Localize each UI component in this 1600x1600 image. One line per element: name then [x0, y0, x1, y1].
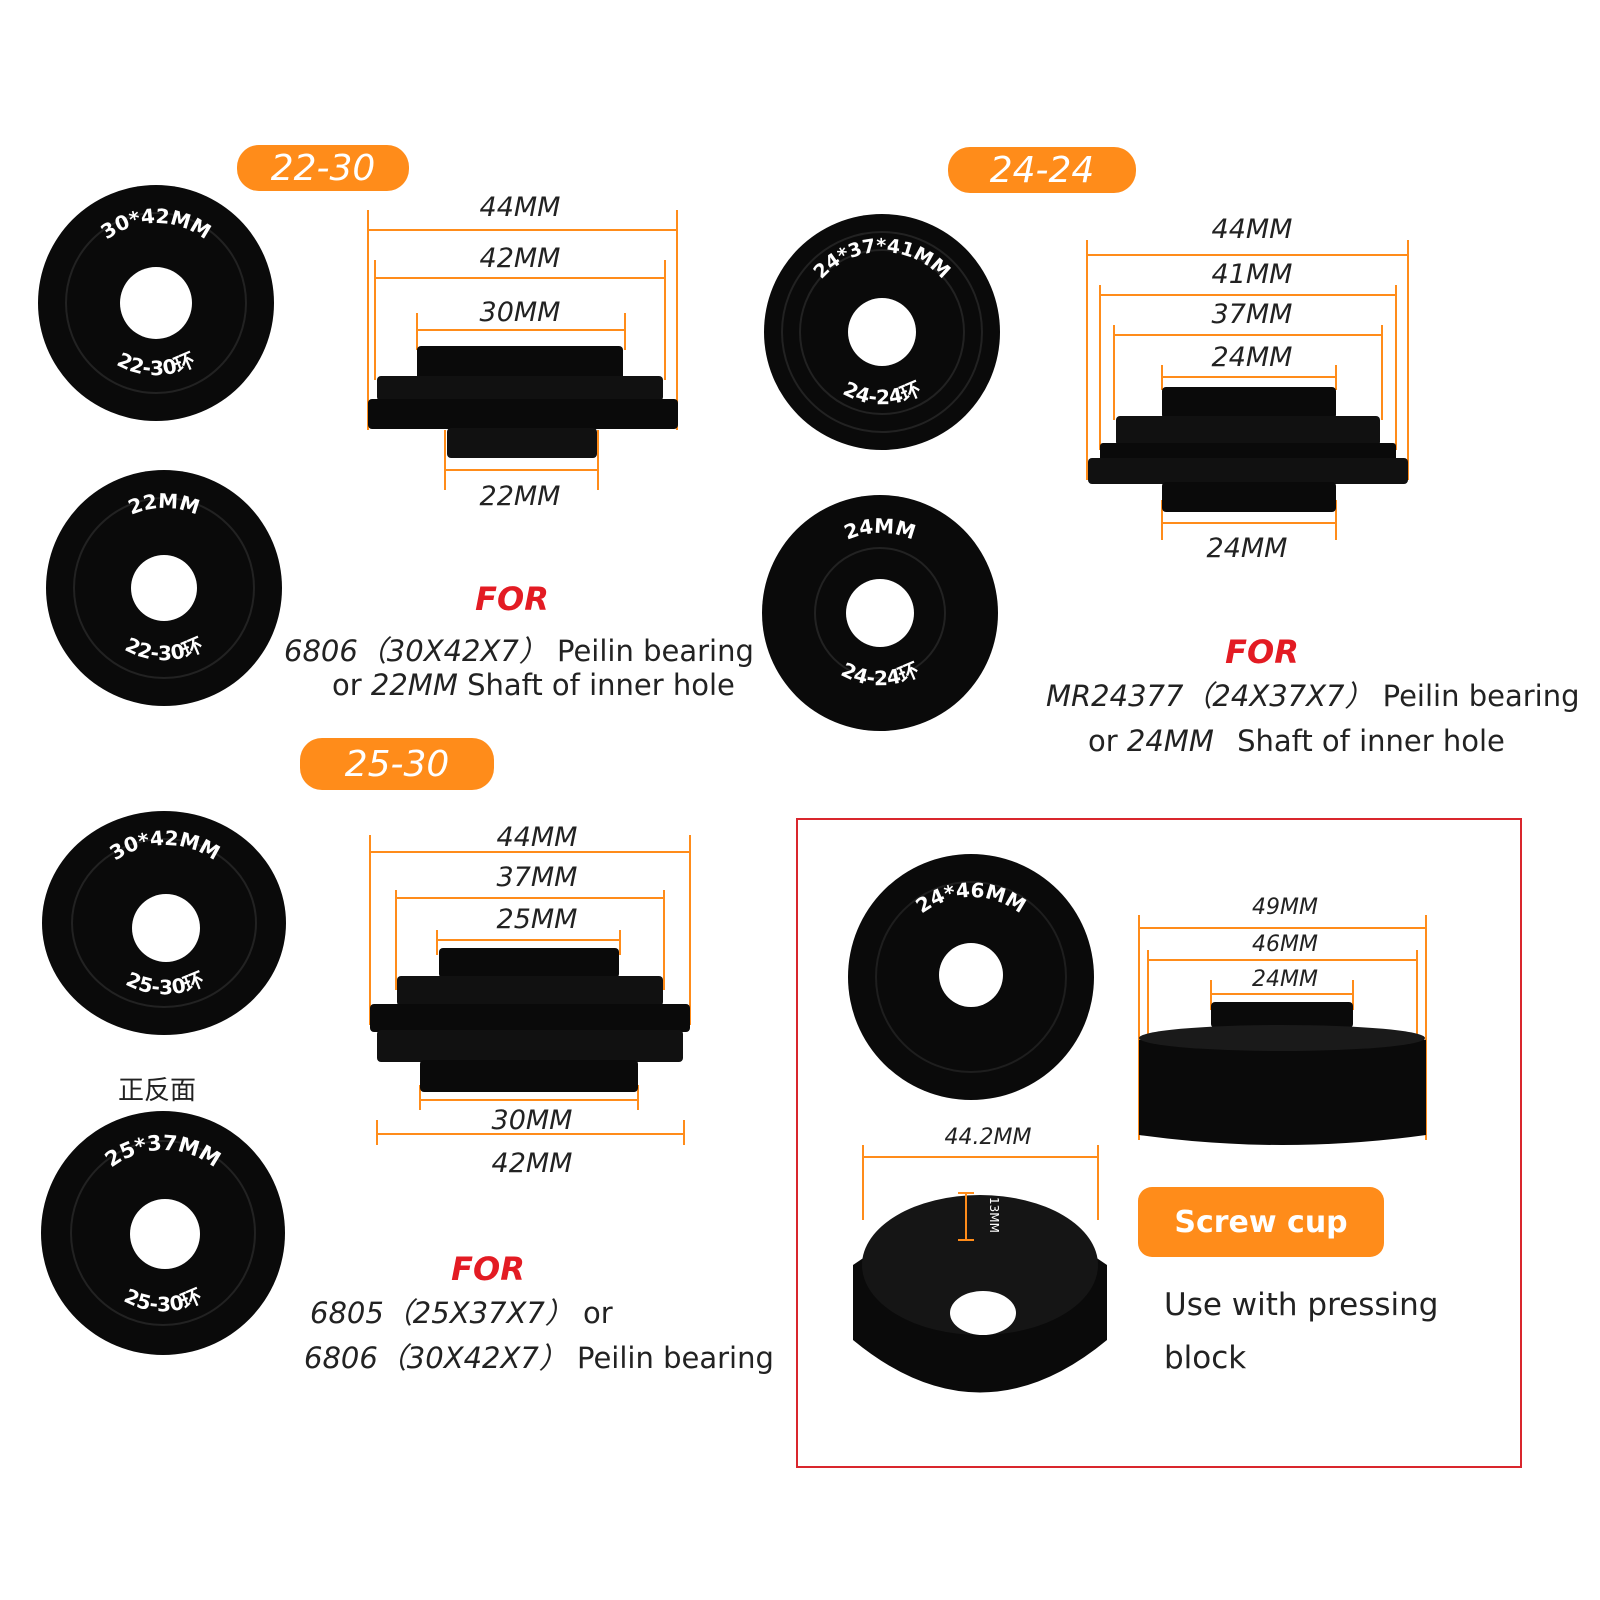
dim-44mm: 44MM	[1211, 214, 1293, 245]
side-view-press-block	[1138, 915, 1427, 1145]
badge-24-24: 24-24	[948, 147, 1136, 193]
disc-24mm: 24MM 24-24环	[762, 495, 998, 731]
bearing-text: Peilin bearing	[1382, 679, 1580, 713]
dim-37mm: 37MM	[496, 862, 578, 893]
badge-25-30: 25-30	[300, 738, 494, 790]
dim-42mm: 42MM	[491, 1148, 573, 1179]
dim-24mm-top: 24MM	[1211, 342, 1293, 373]
disc-25x37: 25*37MM 25-30环	[41, 1111, 285, 1355]
compat-line-1: MR24377（24X37X7） Peilin bearing	[1046, 673, 1580, 715]
dim-24mm: 24MM	[1252, 967, 1318, 992]
disc-30x42: 30*42MM 22-30环	[38, 185, 274, 421]
disc-24x37x41: 24*37*41MM 24-24环	[764, 214, 1000, 450]
shaft-text: Shaft of inner hole	[467, 668, 735, 702]
bearing-text: Peilin bearing	[557, 634, 754, 668]
bearing-code: 6806（30X42X7）	[284, 634, 548, 668]
badge-22-30: 22-30	[237, 145, 409, 191]
side-view-24-24	[1086, 240, 1409, 540]
usage-line-1: Use with pressing	[1164, 1287, 1439, 1323]
bearing-code: 6805（25X37X7）	[310, 1296, 574, 1330]
dim-25mm: 25MM	[496, 904, 578, 935]
bearing-code-2: 6806（30X42X7）	[304, 1341, 568, 1375]
shaft-size: 22MM	[370, 668, 458, 702]
disc-22mm: 22MM 22-30环	[46, 470, 282, 706]
side-view-22-30	[367, 210, 678, 490]
bearing-code: MR24377（24X37X7）	[1046, 679, 1374, 713]
dim-44mm: 44MM	[496, 822, 578, 853]
bearing-text: Peilin bearing	[577, 1341, 774, 1375]
screw-cup-badge: Screw cup	[1138, 1187, 1384, 1257]
cup-depth-label: 13MM	[987, 1197, 1001, 1233]
disc-24x46: 24*46MM	[848, 854, 1094, 1100]
disc-30x42-b: 30*42MM 25-30环	[42, 811, 286, 1035]
dim-42mm: 42MM	[479, 243, 561, 274]
dim-22mm: 22MM	[479, 481, 561, 512]
compat-line-2: or 22MM Shaft of inner hole	[332, 668, 735, 702]
compat-line-2: 6806（30X42X7） Peilin bearing	[304, 1335, 774, 1377]
shaft-text: Shaft of inner hole	[1237, 724, 1505, 758]
or-text: or	[332, 668, 362, 702]
dim-30mm: 30MM	[479, 297, 561, 328]
or-text: or	[1088, 724, 1118, 758]
dim-24mm-bottom: 24MM	[1206, 533, 1288, 564]
shaft-size: 24MM	[1126, 724, 1214, 758]
compat-line-1: 6806（30X42X7） Peilin bearing	[284, 628, 754, 670]
compat-line-1: 6805（25X37X7） or	[310, 1290, 613, 1332]
side-view-25-30	[369, 835, 691, 1145]
for-label: FOR	[1225, 633, 1299, 671]
dim-37mm: 37MM	[1211, 299, 1293, 330]
screw-cup-panel	[796, 818, 1522, 1468]
dim-44-2mm: 44.2MM	[944, 1125, 1032, 1150]
dim-41mm: 41MM	[1211, 259, 1293, 290]
compat-line-2: or 24MM Shaft of inner hole	[1088, 724, 1505, 758]
for-label: FOR	[475, 580, 549, 618]
dim-49mm: 49MM	[1252, 895, 1318, 920]
both-sides-label: 正反面	[118, 1076, 197, 1106]
dim-44mm: 44MM	[479, 192, 561, 223]
usage-line-2: block	[1164, 1340, 1247, 1376]
for-label: FOR	[451, 1250, 525, 1288]
dim-46mm: 46MM	[1252, 932, 1318, 957]
dim-30mm: 30MM	[491, 1105, 573, 1136]
screw-cup: 13MM	[853, 1145, 1107, 1393]
or-text: or	[583, 1296, 613, 1330]
